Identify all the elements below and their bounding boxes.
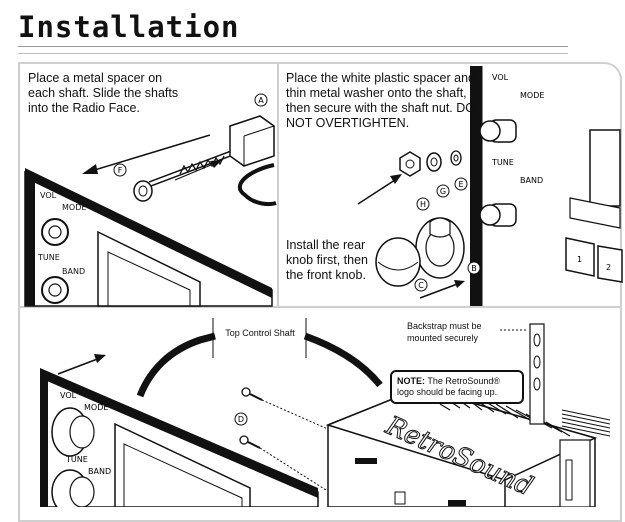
mode-label-2: MODE [520,91,544,100]
note-text: The RetroSound® logo should be facing up… [397,376,501,397]
part-a-letter: A [258,96,264,105]
part-h-letter: H [420,200,426,209]
part-e-letter: E [458,180,463,189]
logo-note-box: NOTE: The RetroSound® logo should be fac… [390,370,524,404]
mode-label-3: MODE [84,403,108,412]
installation-illustrations: VOL MODE TUNE BAND A F [24,66,623,507]
tune-label-3: TUNE [65,455,88,464]
tune-label-2: TUNE [491,158,514,167]
band-label-3: BAND [88,467,111,476]
note-label: NOTE: [397,376,425,386]
title-rule-top [18,46,568,47]
panel-divider-vertical [277,64,279,307]
title-rule-bottom [18,53,568,54]
vol-label-3: VOL [60,391,77,400]
part-g-letter: G [440,187,446,196]
mode-label: MODE [62,203,86,212]
band-label: BAND [62,267,85,276]
preset-1-label: 1 [577,255,582,264]
step-3-text: Install the rear knob first, then the fr… [286,238,368,282]
step-2-text: Place the white plastic spacer and thin … [286,71,475,130]
panel-1-illustration: VOL MODE TUNE BAND A F [24,93,277,307]
page-title: Installation [18,10,240,44]
part-b-letter: B [471,264,477,273]
step-1-text: Place a metal spacer on each shaft. Slid… [28,71,179,115]
panel-2-illustration: 1 2 VOL MODE TUNE BAND H G E C [357,66,623,306]
preset-2-label: 2 [606,263,611,272]
vol-label: VOL [40,191,57,200]
part-d-letter: D [238,415,244,424]
vol-label-2: VOL [492,73,509,82]
part-c-letter: C [418,281,424,290]
part-f-letter: F [118,166,123,175]
tune-label: TUNE [37,253,60,262]
band-label-2: BAND [520,176,543,185]
panel-divider-horizontal [19,306,621,308]
top-control-shaft-callout: Top Control Shaft [225,328,295,338]
panel-3-illustration: VOL MODE TUNE BAND D [40,318,611,507]
backstrap-callout: Backstrap must be mounted securely [407,321,482,343]
